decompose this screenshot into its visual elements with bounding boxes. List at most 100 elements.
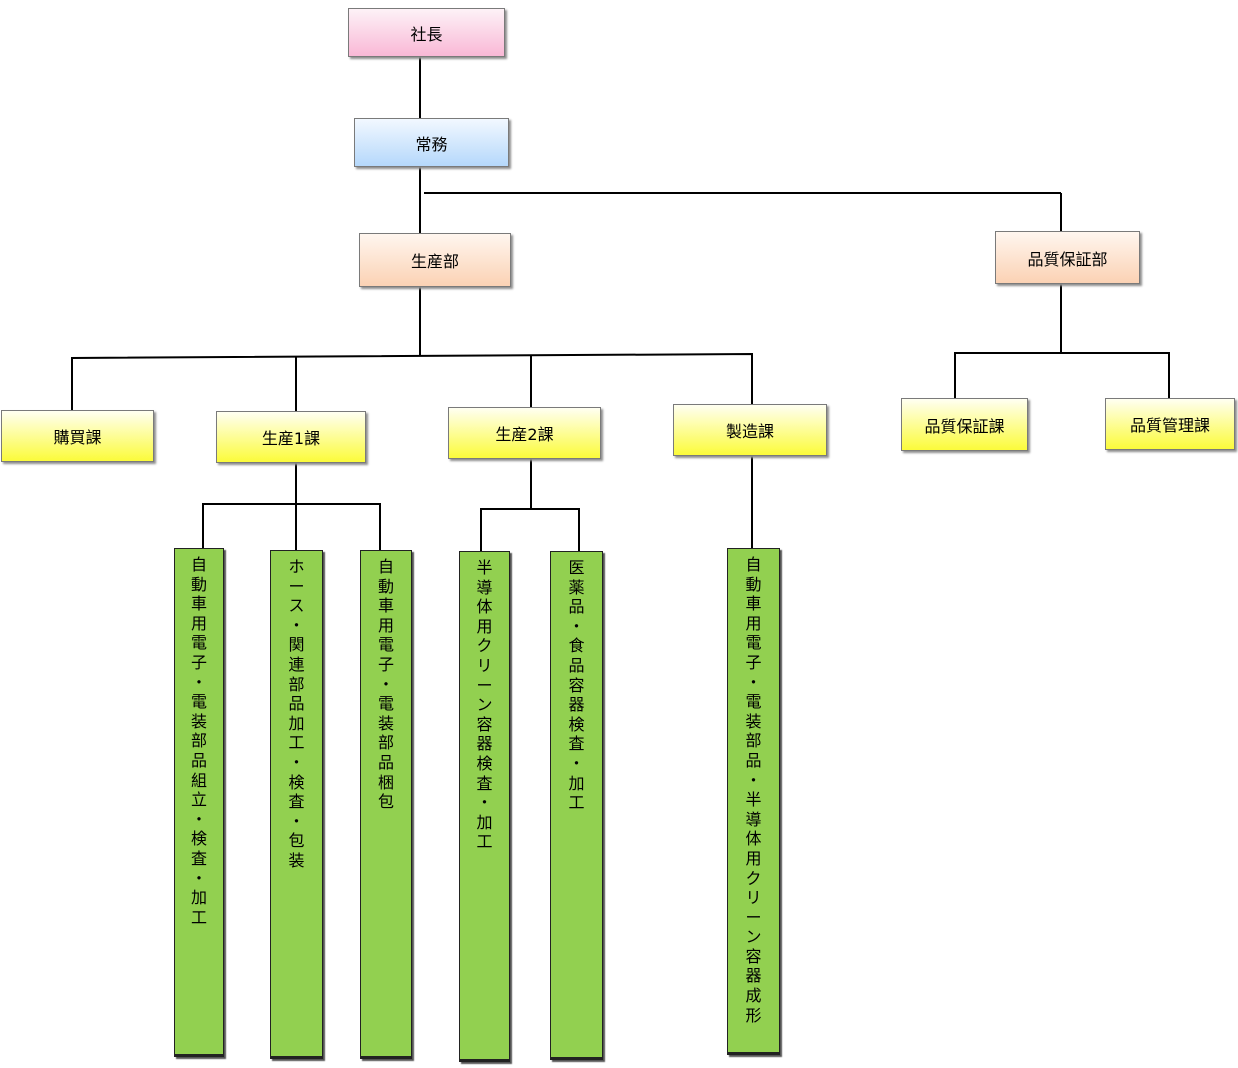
unit-char: 車 — [377, 596, 394, 616]
production2-section-label: 生産2課 — [495, 425, 554, 444]
unit-char: 品 — [377, 752, 394, 772]
unit-char: 車 — [190, 594, 207, 614]
unit-char: 動 — [190, 574, 207, 594]
president-label: 社長 — [410, 24, 443, 44]
unit-char: 工 — [288, 733, 305, 753]
unit-char: 装 — [288, 850, 305, 870]
unit-char: ク — [745, 868, 762, 888]
unit-char: 査 — [288, 792, 305, 812]
unit-char: ・ — [377, 674, 394, 694]
manufacturing-section-box: 製造課 — [673, 404, 827, 456]
unit-char: 器 — [568, 695, 585, 715]
unit-char: 関 — [288, 635, 305, 655]
unit-char: 成 — [745, 986, 762, 1006]
unit-char: ・ — [745, 770, 762, 790]
unit-char: 立 — [190, 790, 207, 810]
unit-char: 検 — [568, 714, 585, 734]
managing-director-label: 常務 — [415, 134, 448, 154]
unit-char: 連 — [288, 654, 305, 674]
unit-char: 品 — [190, 750, 207, 770]
production-dept-label: 生産部 — [410, 252, 459, 271]
unit-char: 自 — [745, 555, 762, 574]
unit-char: 装 — [190, 711, 207, 731]
unit-char: 品 — [568, 655, 585, 675]
unit-label: 自動車用電子・電装部品・半導体用クリーン容器成形 — [728, 555, 779, 1025]
production2-section-box: 生産2課 — [448, 407, 601, 459]
unit-char: 組 — [190, 770, 207, 790]
unit-label: ホース・関連部品加工・検査・包装 — [271, 557, 322, 871]
unit-char: 動 — [377, 576, 394, 596]
unit-char: 器 — [745, 966, 762, 986]
unit-char: 容 — [476, 714, 493, 734]
unit-label: 自動車用電子・電装部品梱包 — [361, 557, 411, 812]
qa-dept-label: 品質保証部 — [1027, 249, 1108, 269]
unit-char: 加 — [476, 812, 493, 832]
unit-char: ホ — [288, 557, 305, 576]
president-box: 社長 — [348, 8, 505, 57]
unit-char: 動 — [745, 574, 762, 594]
unit-char: 器 — [476, 734, 493, 754]
unit-semiconductor-containers: 半導体用クリーン容器検査・加工 — [459, 551, 510, 1062]
unit-char: 品 — [745, 750, 762, 770]
unit-char: 子 — [190, 652, 207, 672]
unit-char: 検 — [190, 829, 207, 849]
unit-hose-parts: ホース・関連部品加工・検査・包装 — [270, 550, 323, 1059]
unit-char: 査 — [568, 734, 585, 754]
unit-char: ン — [476, 695, 493, 715]
unit-char: ー — [476, 675, 493, 695]
unit-char: ・ — [288, 615, 305, 635]
unit-char: 体 — [476, 597, 493, 617]
qc-section-box: 品質管理課 — [1105, 398, 1235, 450]
unit-char: 用 — [190, 613, 207, 633]
unit-char: ー — [288, 576, 305, 596]
unit-char: 薬 — [568, 577, 585, 597]
unit-char: 導 — [476, 577, 493, 597]
unit-char: 品 — [568, 597, 585, 617]
unit-label: 自動車用電子・電装部品組立・検査・加工 — [175, 555, 223, 927]
unit-char: 加 — [190, 888, 207, 908]
unit-char: 検 — [476, 753, 493, 773]
manufacturing-section-label: 製造課 — [725, 422, 774, 441]
production1-section-box: 生産1課 — [216, 411, 366, 463]
purchasing-section-box: 購買課 — [1, 410, 154, 462]
unit-char: 査 — [476, 773, 493, 793]
unit-char: 検 — [288, 772, 305, 792]
unit-char: 電 — [745, 633, 762, 653]
unit-char: ・ — [288, 811, 305, 831]
unit-char: 医 — [568, 558, 585, 577]
unit-char: ン — [745, 927, 762, 947]
unit-char: ・ — [288, 752, 305, 772]
unit-char: 部 — [745, 731, 762, 751]
unit-char: 電 — [190, 633, 207, 653]
production-dept-box: 生産部 — [359, 233, 511, 287]
unit-char: 用 — [745, 848, 762, 868]
qa-dept-box: 品質保証部 — [995, 231, 1140, 284]
unit-char: 部 — [377, 733, 394, 753]
unit-char: ・ — [476, 793, 493, 813]
unit-char: 半 — [745, 790, 762, 810]
unit-char: 品 — [288, 694, 305, 714]
unit-char: ・ — [568, 616, 585, 636]
unit-char: 工 — [476, 832, 493, 852]
unit-char: ・ — [745, 672, 762, 692]
unit-char: 電 — [745, 692, 762, 712]
unit-char: 導 — [745, 809, 762, 829]
unit-char: 用 — [377, 615, 394, 635]
unit-char: ・ — [190, 868, 207, 888]
unit-char: ・ — [190, 672, 207, 692]
qc-section-label: 品質管理課 — [1129, 416, 1210, 435]
unit-char: 加 — [288, 713, 305, 733]
unit-char: 装 — [745, 711, 762, 731]
unit-char: 査 — [190, 848, 207, 868]
unit-char: ・ — [568, 753, 585, 773]
unit-char: 包 — [288, 831, 305, 851]
unit-char: 車 — [745, 594, 762, 614]
unit-molding: 自動車用電子・電装部品・半導体用クリーン容器成形 — [727, 548, 780, 1055]
unit-auto-electronics-packing: 自動車用電子・電装部品梱包 — [360, 550, 412, 1059]
unit-char: リ — [476, 655, 493, 675]
unit-char: リ — [745, 888, 762, 908]
unit-char: ス — [288, 596, 305, 616]
unit-char: 工 — [190, 907, 207, 927]
unit-char: 半 — [476, 558, 493, 577]
